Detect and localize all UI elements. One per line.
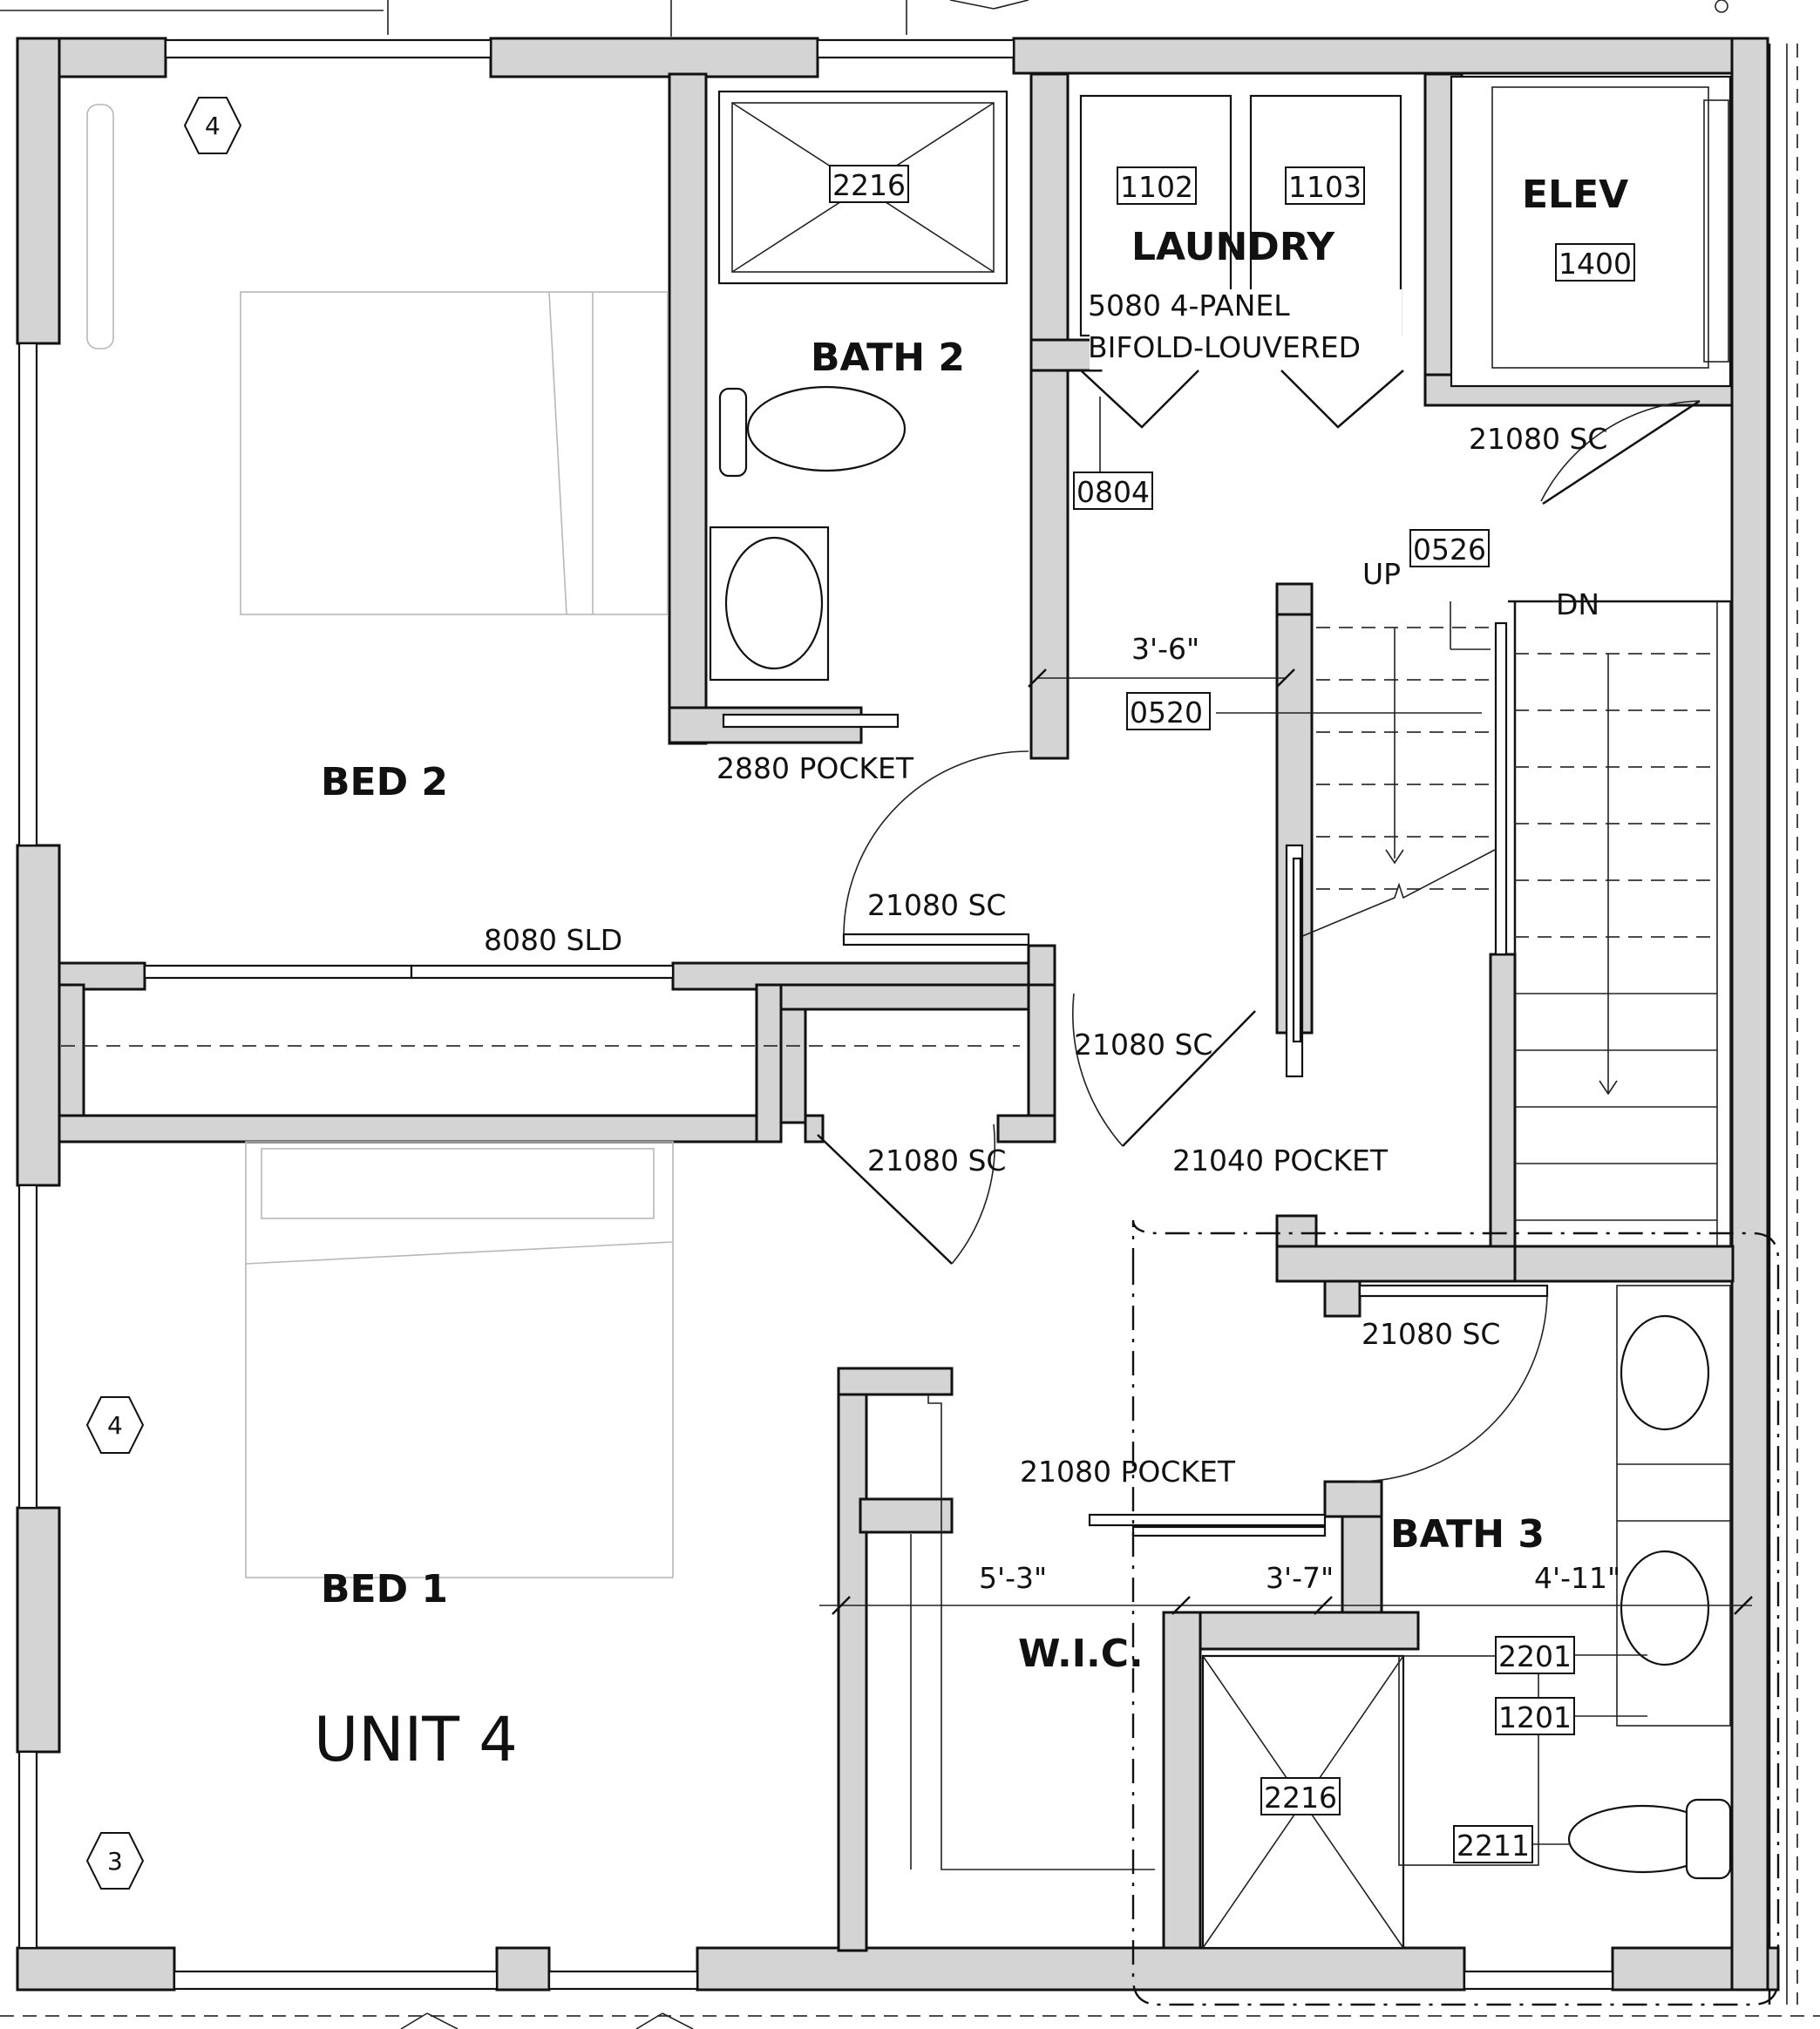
bifold-tag: 0804 — [1076, 475, 1150, 509]
grid-marker-bottom-left: 3 — [107, 1847, 123, 1876]
bed2-door-note: 21080 SC — [867, 888, 1006, 922]
bath3-door-note: 21080 SC — [1362, 1317, 1500, 1351]
grid-marker-hexagon — [85, 1832, 145, 1890]
stair-up-tag: 0526 — [1413, 533, 1486, 567]
room-labels: BED 2 BATH 2 LAUNDRY ELEV BED 1 UNIT 4 W… — [314, 173, 1628, 1775]
stairs — [1285, 600, 1733, 1246]
elev-label: ELEV — [1522, 173, 1628, 217]
unit-label: UNIT 4 — [314, 1704, 518, 1775]
grid-marker-hexagon — [183, 97, 242, 154]
bed2-label: BED 2 — [321, 760, 448, 804]
wic-label: W.I.C. — [1018, 1632, 1144, 1676]
bed1-label: BED 1 — [321, 1567, 448, 1612]
closet-door-note: 21080 SC — [1074, 1028, 1212, 1062]
hall-door-note: 21080 SC — [867, 1143, 1006, 1177]
fixture-tags: 2216 1102 1103 1400 0804 0526 0520 2201 … — [829, 165, 1647, 1863]
bifold-note-line1: 5080 4-PANEL — [1088, 288, 1290, 322]
bath3-label: BATH 3 — [1390, 1512, 1545, 1557]
grid-marker-mid-left: 4 — [107, 1411, 123, 1440]
grid-markers: 4 4 3 — [85, 97, 242, 1890]
walls — [16, 37, 1780, 1992]
dryer-tag: 1103 — [1288, 170, 1362, 204]
bath3-counter-tag: 1201 — [1498, 1700, 1572, 1734]
hall-pocket-note: 21040 POCKET — [1172, 1143, 1389, 1177]
washer-tag: 1102 — [1120, 170, 1193, 204]
wic-pocket-note: 21080 POCKET — [1020, 1455, 1236, 1489]
hall-dimension: 3'-6" — [1131, 632, 1199, 666]
windows — [17, 38, 1614, 1991]
annotations: 5080 4-PANEL BIFOLD-LOUVERED 21080 SC UP… — [484, 288, 1620, 1595]
handrail-tag: 0520 — [1130, 696, 1203, 729]
stair-dn-label: DN — [1556, 587, 1599, 621]
bath3-dimension: 4'-11" — [1534, 1561, 1620, 1595]
bifold-note-line2: BIFOLD-LOUVERED — [1088, 330, 1361, 364]
bath3-sink-tag: 2201 — [1498, 1639, 1572, 1673]
bath3-shower-tag: 2216 — [1264, 1781, 1337, 1815]
sld-note: 8080 SLD — [484, 923, 622, 957]
furniture — [86, 104, 674, 1578]
elev-door-note: 21080 SC — [1469, 422, 1607, 456]
doors — [143, 750, 1549, 1537]
wic-dimension: 5'-3" — [979, 1561, 1047, 1595]
bath2-pocket-note: 2880 POCKET — [716, 751, 914, 785]
grid-marker-top-left: 4 — [205, 112, 221, 140]
dimension-lines — [61, 397, 1753, 1615]
bath2-label: BATH 2 — [811, 336, 965, 380]
unit-boundary — [1131, 1219, 1780, 2006]
shower-dimension: 3'-7" — [1266, 1561, 1334, 1595]
bath2-shower-tag: 2216 — [832, 168, 906, 202]
stair-up-label: UP — [1362, 557, 1401, 591]
bath3-toilet-tag: 2211 — [1457, 1829, 1530, 1863]
laundry-label: LAUNDRY — [1131, 225, 1335, 269]
grid-marker-hexagon — [85, 1396, 145, 1454]
elevator-tag: 1400 — [1559, 247, 1632, 281]
